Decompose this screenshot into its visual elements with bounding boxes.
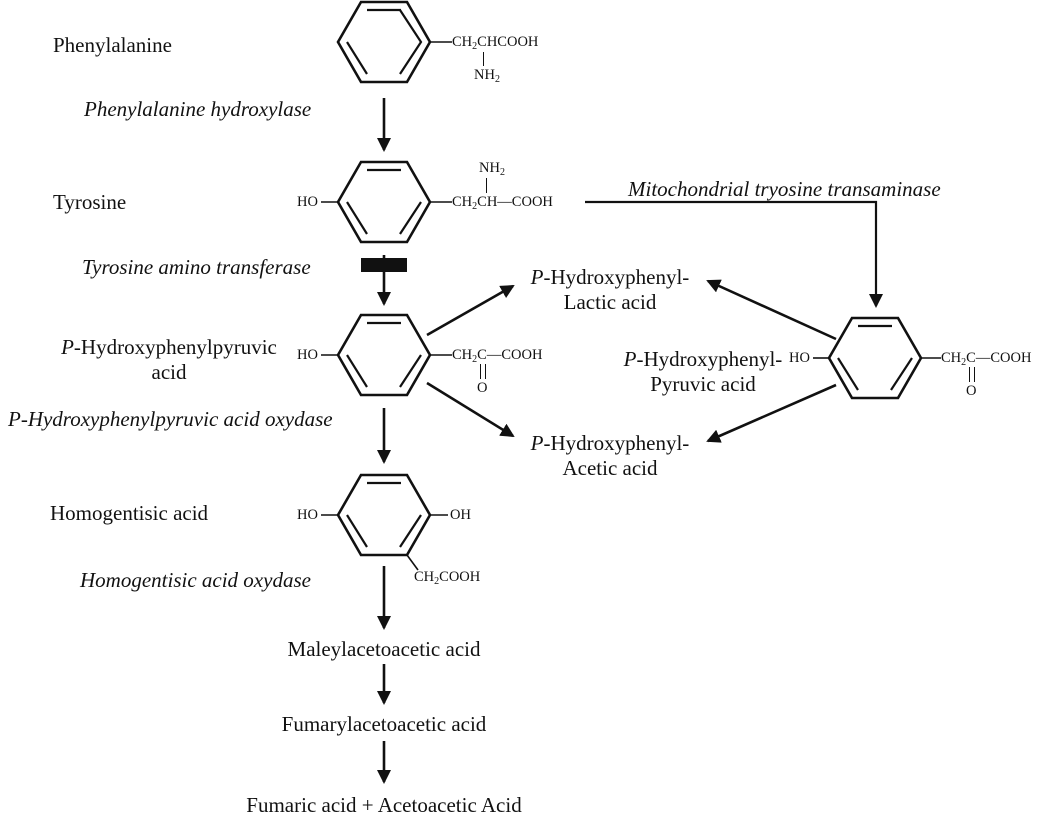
php-ho: HO bbox=[297, 347, 318, 363]
phe-amine-bond bbox=[483, 52, 485, 66]
enzyme-php-oxydase: P-Hydroxyphenylpyruvic acid oxydase bbox=[8, 407, 333, 431]
label-php-acid-line2: acid bbox=[151, 360, 187, 385]
enzyme-homogentisic-oxydase: Homogentisic acid oxydase bbox=[80, 568, 311, 592]
lactic-line1-text: -Hydroxyphenyl- bbox=[543, 265, 690, 289]
ring-phenylalanine bbox=[336, 0, 432, 84]
acetic-line1-text: -Hydroxyphenyl- bbox=[543, 431, 690, 455]
hga-chain: CH2COOH bbox=[414, 569, 481, 587]
php-oxo: O bbox=[477, 380, 488, 396]
ring-php-acid bbox=[336, 313, 432, 397]
php-oxo-bond-2 bbox=[485, 364, 487, 379]
arrow-php-to-lactic bbox=[426, 284, 515, 337]
right-pyruvic-line2: Pyruvic acid bbox=[650, 372, 756, 397]
enzyme-tyr-amino-transferase: Tyrosine amino transferase bbox=[82, 255, 311, 279]
right-pyruvic-line1-text: -Hydroxyphenyl- bbox=[636, 347, 783, 371]
ring-homogentisic bbox=[336, 473, 432, 557]
label-lactic-acid: P-Hydroxyphenyl- Lactic acid bbox=[500, 265, 720, 315]
label-final-products: Fumaric acid + Acetoacetic Acid bbox=[246, 793, 522, 817]
php-chain: CH2C—COOH bbox=[452, 347, 543, 365]
php-oxo-bond-1 bbox=[480, 364, 482, 379]
phe-chain: CH2CHCOOH bbox=[452, 34, 539, 52]
hga-ho-right: OH bbox=[450, 507, 471, 523]
side-branch-arrows bbox=[426, 200, 883, 443]
php-right-chain: CH2C—COOH bbox=[941, 350, 1032, 368]
arrow-php-to-acetic bbox=[426, 381, 515, 438]
enzyme-phe-hydroxylase: Phenylalanine hydroxylase bbox=[84, 97, 312, 121]
ring-tyrosine bbox=[336, 160, 432, 244]
label-homogentisic: Homogentisic acid bbox=[50, 501, 209, 525]
enzyme-block-bar bbox=[361, 258, 407, 272]
arrow-right-to-acetic bbox=[706, 383, 837, 443]
phe-amine: NH2 bbox=[474, 67, 500, 85]
php-acid-line1-text: -Hydroxyphenylpyruvic bbox=[73, 335, 277, 359]
tyr-amine: NH2 bbox=[479, 160, 505, 178]
label-maleylacetoacetic: Maleylacetoacetic acid bbox=[287, 637, 481, 661]
right-pyruvic-line1: P-Hydroxyphenyl- bbox=[623, 347, 783, 371]
label-phenylalanine: Phenylalanine bbox=[53, 33, 172, 57]
acetic-line2: Acetic acid bbox=[562, 456, 658, 481]
acetic-line1: P-Hydroxyphenyl- bbox=[530, 431, 690, 455]
php-right-oxo: O bbox=[966, 383, 977, 399]
tyr-chain: CH2CH—COOH bbox=[452, 194, 553, 212]
substituent-bonds bbox=[321, 41, 941, 571]
php-right-oxo-bond-2 bbox=[974, 367, 976, 382]
label-tyrosine: Tyrosine bbox=[53, 190, 127, 214]
tyr-amine-bond bbox=[486, 178, 488, 193]
label-acetic-acid: P-Hydroxyphenyl- Acetic acid bbox=[500, 431, 720, 481]
php-right-oxo-bond-1 bbox=[969, 367, 971, 382]
label-php-acid: P-Hydroxyphenylpyruvic acid bbox=[49, 335, 289, 385]
lactic-line1: P-Hydroxyphenyl- bbox=[530, 265, 690, 289]
arrow-tyr-to-right bbox=[585, 200, 883, 308]
hga-ho-left: HO bbox=[297, 507, 318, 523]
enzyme-mito-transaminase: Mitochondrial tryosine transaminase bbox=[628, 177, 941, 201]
label-right-pyruvic-acid: P-Hydroxyphenyl- Pyruvic acid bbox=[593, 347, 813, 397]
label-php-acid-line1: P-Hydroxyphenylpyruvic bbox=[61, 335, 277, 359]
arrow-right-to-lactic bbox=[706, 279, 837, 341]
php-right-ho: HO bbox=[789, 350, 810, 366]
lactic-line2: Lactic acid bbox=[563, 290, 657, 315]
label-fumarylacetoacetic: Fumarylacetoacetic acid bbox=[281, 712, 487, 736]
tyr-ho: HO bbox=[297, 194, 318, 210]
ring-php-right bbox=[827, 316, 923, 400]
